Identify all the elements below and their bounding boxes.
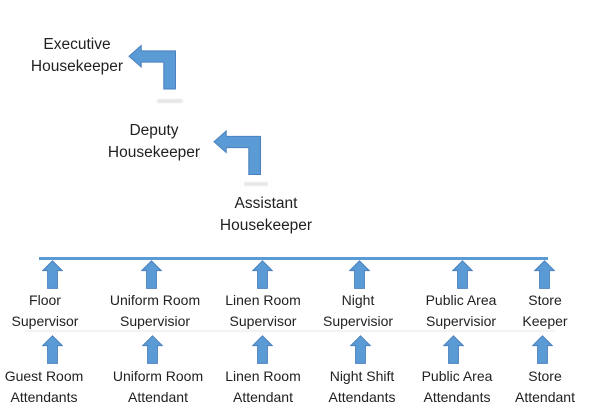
- up-arrow-icon: [42, 260, 63, 289]
- node-assistant-housekeeper: Assistant Housekeeper: [201, 193, 331, 237]
- label-line: Uniform Room: [112, 368, 204, 384]
- node-linen-room-attendant: Linen Room Attendant: [208, 366, 318, 408]
- label-line: Supervisior: [119, 313, 191, 329]
- label-line: Floor: [29, 292, 61, 308]
- up-arrow-icon: [443, 335, 464, 364]
- label-line: Store: [528, 368, 562, 384]
- up-arrow-icon: [349, 260, 370, 289]
- label-line: Linen Room: [225, 368, 301, 384]
- label-line: Assistant: [234, 195, 298, 212]
- up-arrow-icon: [142, 335, 163, 364]
- label-line: Public Area: [425, 292, 497, 308]
- node-linen-room-supervisor: Linen Room Supervisor: [208, 290, 318, 332]
- node-uniform-room-supervisor: Uniform Room Supervisior: [100, 290, 210, 332]
- node-store-keeper: Store Keeper: [490, 290, 600, 332]
- up-arrow-icon: [252, 260, 273, 289]
- node-night-shift-attendants: Night Shift Attendants: [307, 366, 417, 408]
- node-deputy-housekeeper: Deputy Housekeeper: [94, 120, 214, 164]
- label-line: Keeper: [522, 313, 568, 329]
- label-line: Supervisor: [229, 313, 297, 329]
- label-line: Attendants: [328, 389, 396, 405]
- label-line: Public Area: [421, 368, 493, 384]
- bent-up-left-arrow-icon: [213, 129, 262, 176]
- label-line: Housekeeper: [219, 217, 313, 234]
- up-arrow-icon: [42, 335, 63, 364]
- up-arrow-icon: [350, 335, 371, 364]
- label-line: Housekeeper: [30, 58, 124, 75]
- label-line: Guest Room: [4, 368, 84, 384]
- label-line: Deputy: [129, 122, 179, 139]
- up-arrow-icon: [452, 260, 473, 289]
- label-line: Supervisor: [11, 313, 79, 329]
- label-line: Linen Room: [225, 292, 301, 308]
- label-line: Attendant: [128, 389, 188, 405]
- node-night-supervisor: Night Supervisior: [303, 290, 413, 332]
- label-line: Supervisior: [425, 313, 497, 329]
- up-arrow-icon: [252, 335, 273, 364]
- label-line: Attendants: [423, 389, 491, 405]
- label-line: Executive: [43, 36, 111, 53]
- label-line: Attendants: [10, 389, 78, 405]
- artifact-smudge: [157, 99, 183, 103]
- bent-up-left-arrow-icon: [128, 44, 176, 90]
- node-floor-supervisor: Floor Supervisor: [0, 290, 100, 332]
- label-line: Housekeeper: [107, 144, 201, 161]
- up-arrow-icon: [141, 260, 162, 289]
- label-line: Store: [528, 292, 562, 308]
- up-arrow-icon: [532, 335, 553, 364]
- node-store-attendant: Store Attendant: [490, 366, 600, 408]
- artifact-ghost-line: [25, 330, 555, 332]
- up-arrow-icon: [534, 260, 555, 289]
- label-line: Night Shift: [329, 368, 395, 384]
- node-public-area-supervisor: Public Area Supervisior: [406, 290, 516, 332]
- node-executive-housekeeper: Executive Housekeeper: [7, 34, 147, 78]
- label-line: Night: [341, 292, 375, 308]
- artifact-smudge: [244, 182, 268, 186]
- node-guest-room-attendants: Guest Room Attendants: [0, 366, 99, 408]
- label-line: Attendant: [515, 389, 575, 405]
- connector-line: [39, 257, 548, 260]
- label-line: Attendant: [233, 389, 293, 405]
- node-uniform-room-attendant: Uniform Room Attendant: [103, 366, 213, 408]
- label-line: Supervisior: [322, 313, 394, 329]
- label-line: Uniform Room: [109, 292, 201, 308]
- node-public-area-attendants: Public Area Attendants: [402, 366, 512, 408]
